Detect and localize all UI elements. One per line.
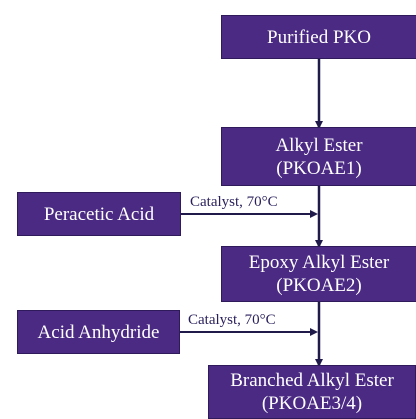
edge-label-catalyst-anhydride: Catalyst, 70°C: [188, 312, 276, 328]
edge-label-catalyst-peracetic: Catalyst, 70°C: [190, 194, 278, 210]
node-label: Epoxy Alkyl Ester: [248, 252, 390, 273]
node-branched-alkyl-ester: Branched Alkyl Ester (PKOAE3/4): [208, 365, 416, 419]
node-sublabel: (PKOAE1): [276, 157, 362, 179]
node-acid-anhydride: Acid Anhydride: [17, 310, 180, 354]
node-label: Alkyl Ester: [275, 134, 363, 156]
node-sublabel: (PKOAE3/4): [261, 393, 363, 414]
node-sublabel: (PKOAE2): [276, 275, 362, 296]
node-epoxy-alkyl-ester: Epoxy Alkyl Ester (PKOAE2): [221, 246, 416, 302]
node-label: Purified PKO: [267, 26, 371, 48]
node-purified-pko: Purified PKO: [221, 15, 416, 59]
node-label: Acid Anhydride: [37, 321, 160, 343]
node-alkyl-ester: Alkyl Ester (PKOAE1): [221, 127, 416, 186]
node-peracetic-acid: Peracetic Acid: [17, 192, 181, 236]
node-label: Branched Alkyl Ester: [230, 370, 394, 391]
node-label: Peracetic Acid: [43, 203, 155, 225]
